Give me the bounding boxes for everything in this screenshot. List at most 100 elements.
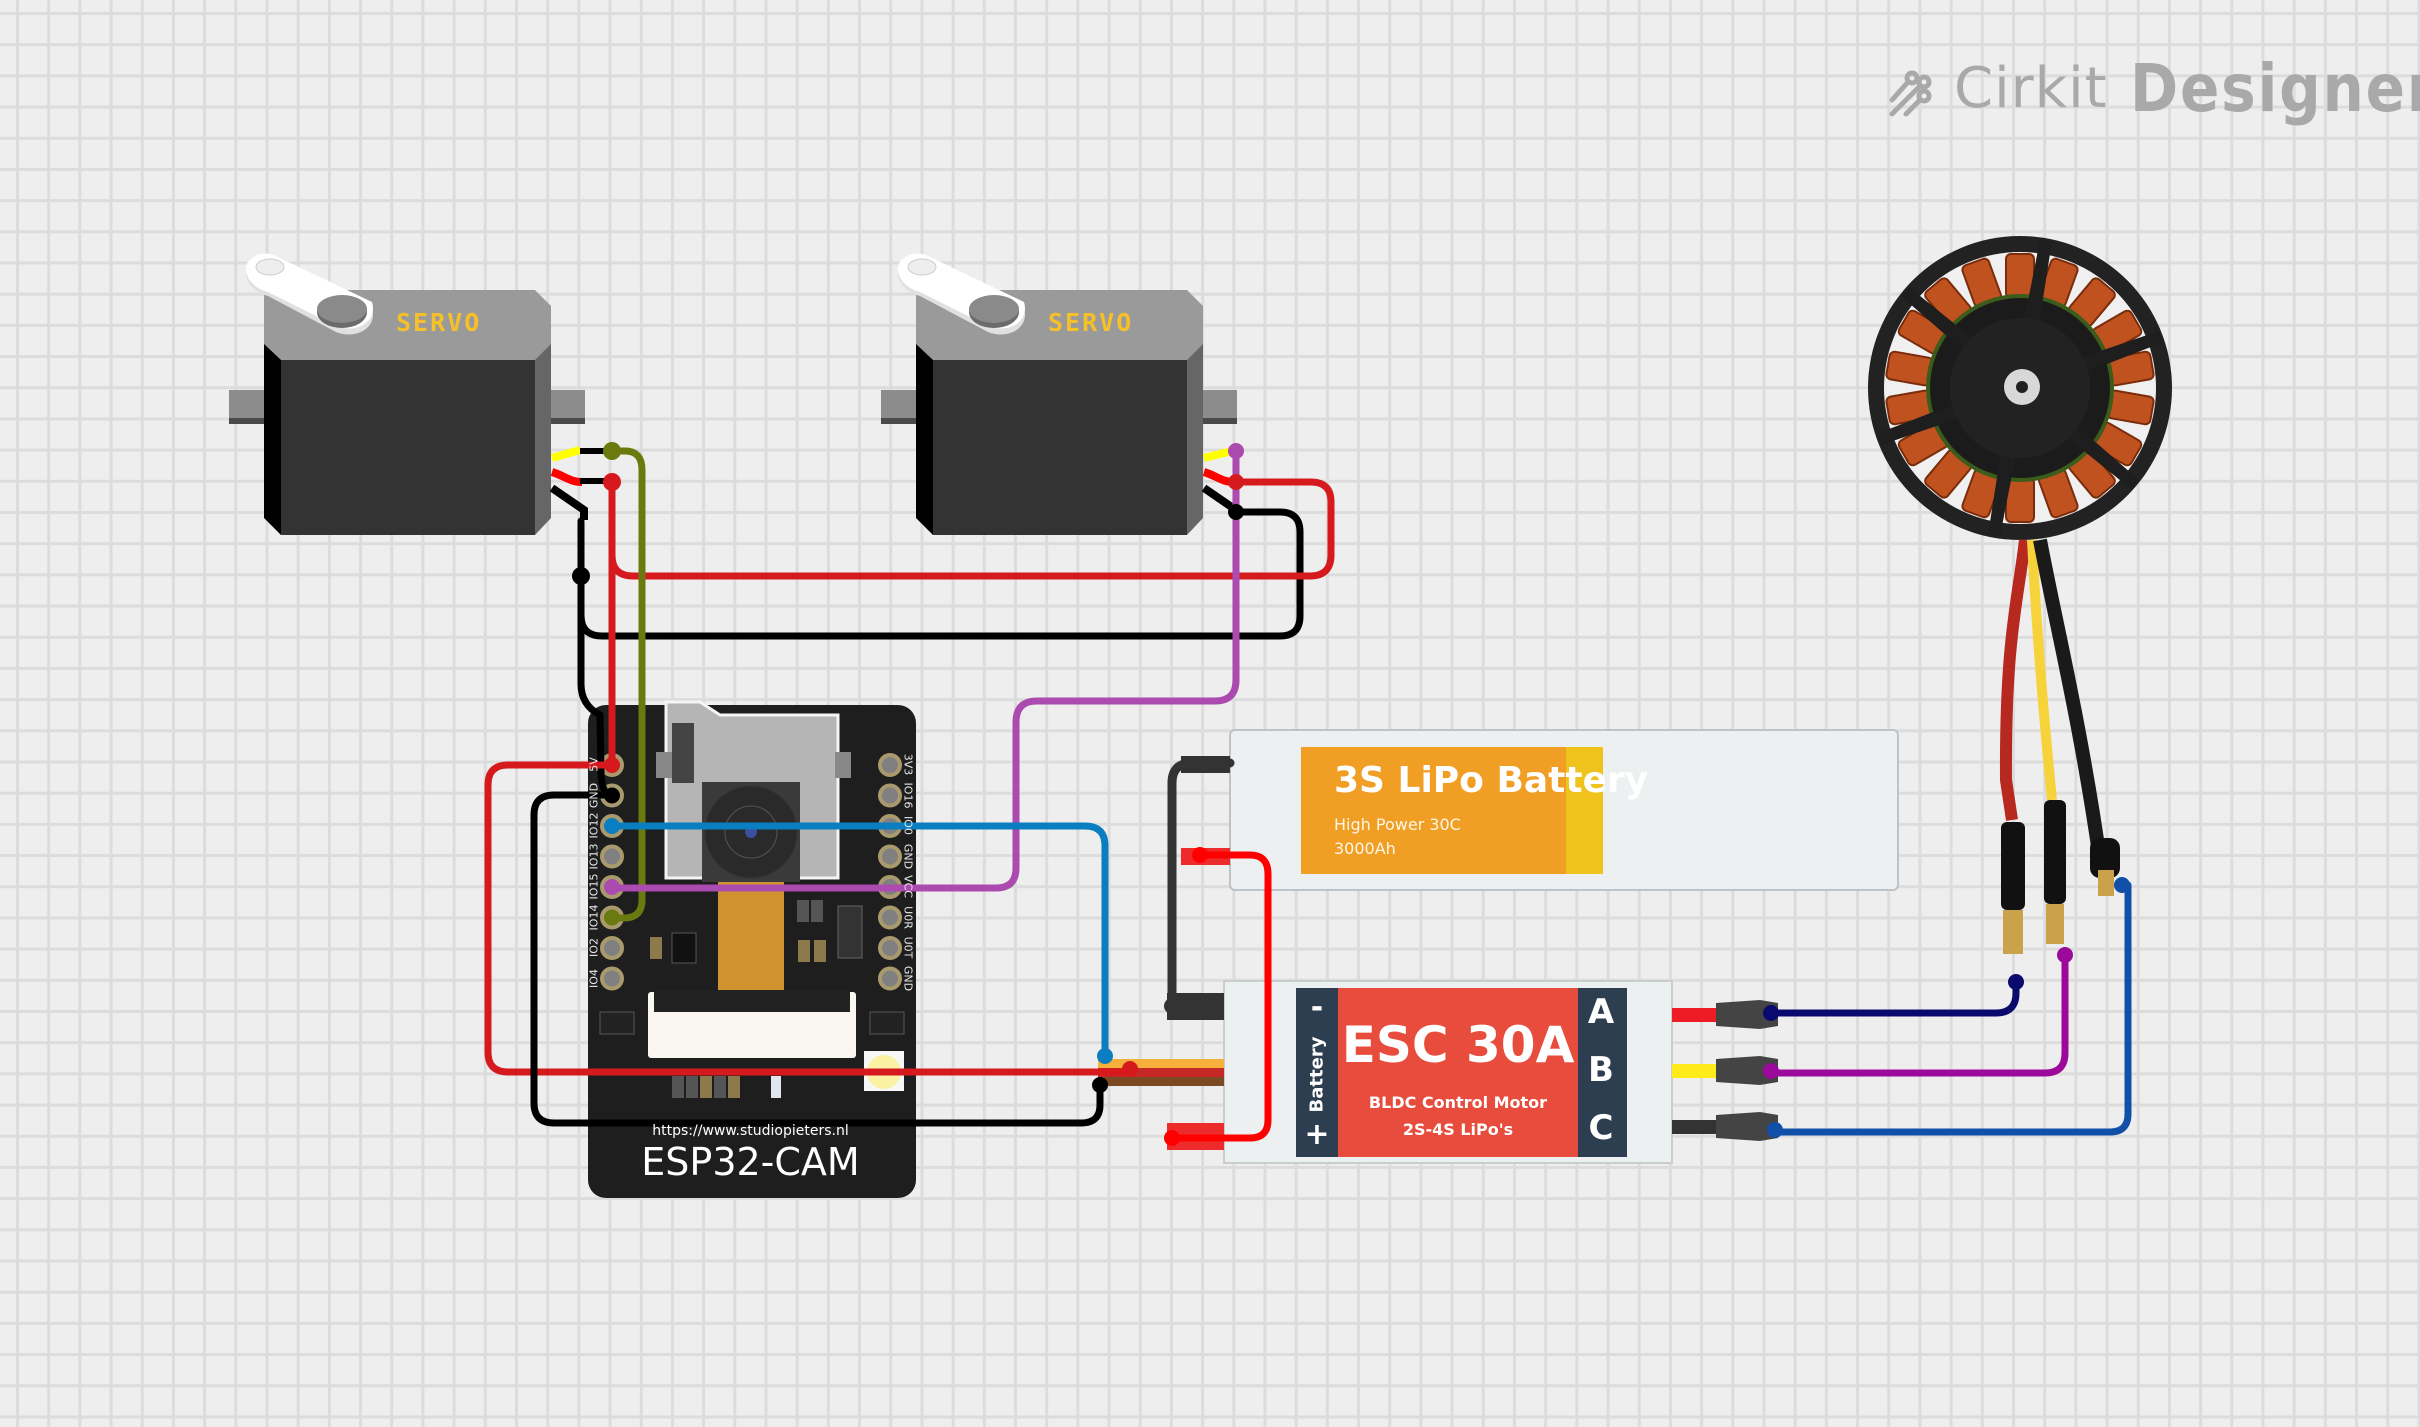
servo-2-side-right (1187, 344, 1203, 535)
esc-signal-wire (1098, 1059, 1224, 1068)
endpoint (1228, 443, 1244, 459)
pin-right-u0t[interactable] (878, 936, 902, 960)
fpc-connector-latch (654, 990, 850, 1012)
smd-resistor (714, 1076, 726, 1098)
battery-spec-discharge: High Power 30C (1334, 815, 1461, 834)
servo-1-horn-hole (255, 258, 285, 276)
endpoint (1164, 998, 1180, 1014)
endpoint (1763, 1005, 1779, 1021)
wire-phase-a[interactable] (1767, 978, 2020, 1017)
pin-right-3v3[interactable] (878, 753, 902, 777)
pin-left-io13[interactable] (600, 844, 624, 869)
wire-phase-c[interactable] (1771, 881, 2132, 1136)
wire-servo2-power[interactable] (608, 478, 1335, 580)
servo-1-wire-ground (549, 484, 588, 520)
servo-1-label: SERVO (396, 308, 481, 337)
wire-5v-esc[interactable] (484, 761, 1134, 1076)
wire-servo1-signal[interactable] (607, 447, 646, 922)
bullet-connector (2098, 870, 2114, 896)
pin-right-gnd[interactable] (878, 844, 902, 869)
endpoint (2008, 974, 2024, 990)
servo-1-wire-power (550, 468, 583, 486)
pin-left-io2[interactable] (600, 936, 624, 960)
servo-2-shaft (969, 295, 1019, 323)
smd-capacitor (728, 1076, 740, 1098)
esc-phase-b-connector (1716, 1056, 1778, 1085)
smd-resistor (797, 900, 809, 922)
esc-battery-panel (1296, 988, 1340, 1157)
wire-phase-b[interactable] (1767, 951, 2069, 1077)
wire-gnd-esc[interactable] (530, 791, 1104, 1127)
voltage-regulator (671, 932, 697, 964)
endpoint (603, 473, 621, 491)
esc-label-panel (1338, 988, 1578, 1157)
servo-2-side-left (916, 344, 933, 535)
smd-led (771, 1076, 781, 1098)
smd-transistor (599, 1011, 635, 1035)
endpoint (1767, 1122, 1783, 1138)
endpoint (1122, 1061, 1138, 1077)
endpoint (572, 567, 590, 585)
esc-phase-a-label: A (1587, 992, 1615, 1032)
motor-connector-yellow (2044, 800, 2066, 904)
smd-capacitor (798, 940, 810, 962)
circuit-trace-icon (1889, 70, 1932, 116)
esc-plus-label: + (1304, 1117, 1330, 1152)
smd-capacitor (650, 937, 662, 959)
servo-2-label: SERVO (1048, 308, 1133, 337)
cirkit-designer-logo: Cirkit Designer (1888, 50, 2420, 127)
servo-2[interactable] (881, 253, 1239, 536)
servo-2-body (933, 360, 1187, 535)
wire-servo2-signal[interactable] (608, 447, 1240, 892)
brand-name-bold: Designer (2129, 50, 2420, 127)
smd-resistor (811, 900, 823, 922)
motor-lead-black (2033, 538, 2107, 861)
endpoint (2057, 947, 2073, 963)
esc-30a[interactable] (1098, 980, 1778, 1164)
servo-2-horn-hole (907, 258, 937, 276)
esc-subtitle: BLDC Control Motor (1368, 1093, 1548, 1112)
smd-resistor (672, 1076, 684, 1098)
smd-capacitor (814, 940, 826, 962)
wire-io12-esc-signal[interactable] (608, 822, 1109, 1060)
smd-capacitor (700, 1076, 712, 1098)
esc-phase-b-label: B (1588, 1050, 1614, 1090)
wires (484, 447, 2132, 1142)
pin-left-io4[interactable] (600, 966, 624, 991)
bullet-connector (2046, 904, 2064, 944)
brushless-motor[interactable] (1868, 236, 2172, 954)
servo-1-side-left (264, 344, 281, 535)
pin-right-io16[interactable] (878, 783, 902, 808)
battery-title: 3S LiPo Battery (1334, 760, 1649, 801)
esc-phase-c-connector (1716, 1112, 1778, 1141)
motor-connector-black (2090, 838, 2120, 878)
endpoint (1228, 474, 1244, 490)
battery-spec-capacity: 3000Ah (1334, 839, 1396, 858)
smd-transistor (869, 1011, 905, 1035)
servo-1-shaft (317, 295, 367, 323)
esc-phase-a-lead (1672, 1008, 1716, 1022)
pin-right-gnd[interactable] (878, 966, 902, 991)
wire-servo-gnd-bus[interactable] (577, 508, 1304, 640)
servo-1-body (281, 360, 535, 535)
servo-1-side-right (535, 344, 551, 535)
esc-gnd-wire (1098, 1077, 1224, 1086)
endpoint (1192, 847, 1208, 863)
pin-label-io4: IO4 (587, 968, 601, 988)
endpoint (603, 442, 621, 460)
wire-battery-positive[interactable] (1168, 851, 1272, 1142)
wire-battery-negative[interactable] (1167, 758, 1235, 1011)
pin-right-u0r[interactable] (878, 905, 902, 930)
camera-ribbon (718, 882, 784, 990)
esp32-cam-title: ESP32-CAM (641, 1140, 860, 1184)
motor-shaft-bore (2016, 381, 2028, 393)
smd-resistor-array (837, 905, 863, 959)
motor-lead-red (1999, 539, 2031, 821)
esc-phase-c-label: C (1588, 1108, 1614, 1148)
servo-1[interactable] (229, 253, 611, 536)
lipo-battery[interactable] (1181, 729, 1899, 891)
motor-lead-yellow (2027, 539, 2057, 801)
motor-coil (2005, 477, 2035, 523)
esc-phase-b-lead (1672, 1064, 1716, 1078)
